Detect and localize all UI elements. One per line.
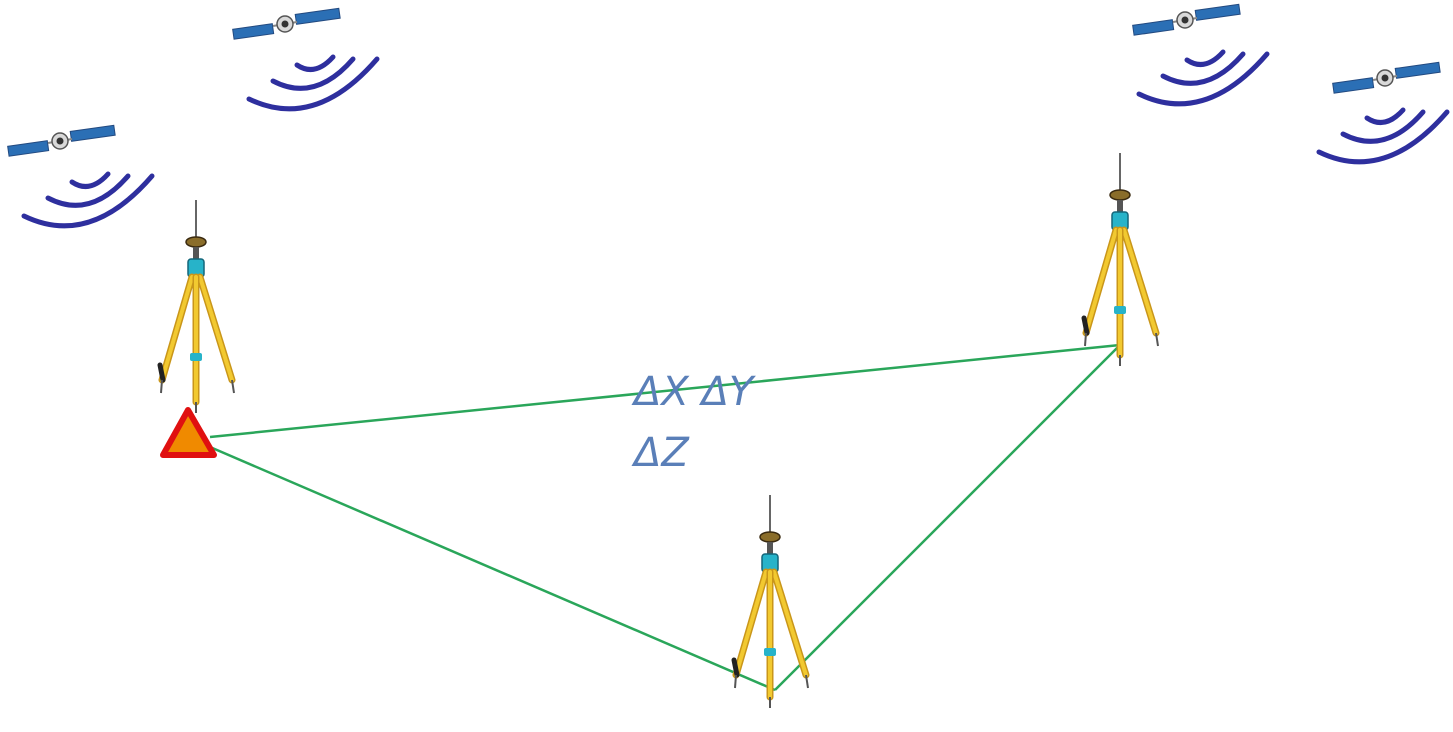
reference-point-triangle-icon bbox=[160, 407, 217, 458]
satellite-icon bbox=[6, 124, 117, 158]
signal-waves-icon bbox=[249, 57, 377, 109]
baseline-right-to-bottom bbox=[774, 344, 1121, 691]
baseline-ref-to-bottom bbox=[209, 445, 776, 692]
satellite-icon bbox=[1131, 3, 1242, 37]
baseline-ref-to-right bbox=[209, 343, 1121, 439]
satellite-2 bbox=[231, 7, 377, 109]
satellite-icon bbox=[231, 7, 342, 41]
satellite-icon bbox=[1331, 61, 1442, 95]
satellite-1 bbox=[6, 124, 152, 226]
signal-waves-icon bbox=[24, 174, 152, 226]
signal-waves-icon bbox=[1319, 110, 1447, 162]
signal-waves-icon bbox=[1139, 52, 1267, 104]
baseline-delta-xy-label: ΔX ΔY bbox=[634, 369, 754, 415]
gnss-tripod-icon bbox=[160, 200, 234, 413]
satellite-4 bbox=[1319, 61, 1447, 162]
gnss-tripod-icon bbox=[1084, 153, 1158, 366]
baselines bbox=[209, 343, 1121, 692]
baseline-delta-z-label: ΔZ bbox=[634, 430, 689, 476]
satellite-3 bbox=[1131, 3, 1267, 104]
